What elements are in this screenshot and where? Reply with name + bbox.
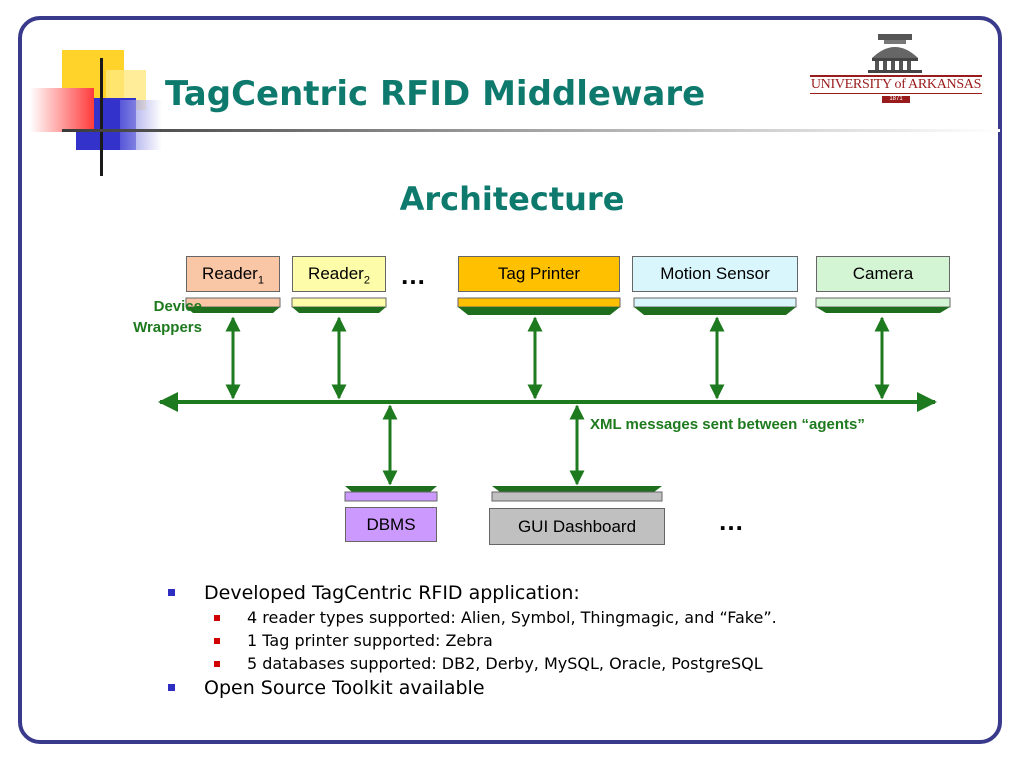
bullet-item: Developed TagCentric RFID application:	[168, 580, 777, 606]
sub-bullet-item: 1 Tag printer supported: Zebra	[168, 629, 777, 652]
device-reader-2: Reader2	[292, 256, 386, 292]
sub-bullet-marker-icon	[214, 615, 220, 621]
sub-bullet-marker-icon	[214, 661, 220, 667]
slide-title: TagCentric RFID Middleware	[165, 74, 706, 114]
sub-bullet-text: 4 reader types supported: Alien, Symbol,…	[247, 608, 777, 627]
sub-bullet-item: 4 reader types supported: Alien, Symbol,…	[168, 606, 777, 629]
university-logo-year: 1871	[889, 96, 903, 102]
sub-bullet-text: 5 databases supported: DB2, Derby, MySQL…	[247, 654, 763, 673]
university-logo-text: UNIVERSITY of ARKANSAS	[810, 77, 982, 92]
decor-blue-square-fade	[120, 100, 162, 150]
sub-bullet-marker-icon	[214, 638, 220, 644]
device-wrappers-label-line2: Wrappers	[133, 319, 202, 336]
wrapper-reader-2	[291, 297, 387, 313]
wrapper-tag-printer	[457, 297, 621, 315]
wrapper-reader-1	[185, 297, 281, 313]
device-camera: Camera	[816, 256, 950, 292]
device-reader-1-subscript: 1	[257, 274, 264, 287]
wrapper-gui-dashboard	[491, 486, 663, 502]
device-motion-sensor: Motion Sensor	[632, 256, 798, 292]
slide-subtitle: Architecture	[399, 180, 625, 218]
wrapper-dbms	[344, 486, 438, 502]
consumers-ellipsis: …	[718, 506, 744, 536]
wrapper-motion-sensor	[633, 297, 797, 315]
device-reader-2-label: Reader	[308, 264, 364, 283]
device-reader-2-subscript: 2	[363, 274, 370, 287]
bullet-item: Open Source Toolkit available	[168, 675, 777, 701]
device-reader-1-label: Reader	[202, 264, 258, 283]
bullet-marker-icon	[168, 589, 175, 596]
decor-red-square	[30, 88, 94, 132]
device-tag-printer: Tag Printer	[458, 256, 620, 292]
bullet-text: Open Source Toolkit available	[204, 677, 485, 699]
consumer-gui-dashboard: GUI Dashboard	[489, 508, 665, 545]
decor-vertical-line	[100, 58, 103, 176]
device-wrappers-label: Device Wrappers	[100, 296, 202, 338]
bullet-list: Developed TagCentric RFID application: 4…	[168, 580, 777, 701]
university-logo: UNIVERSITY of ARKANSAS 1871	[806, 32, 986, 108]
device-wrappers-label-line1: Device	[153, 298, 202, 315]
bullet-text: Developed TagCentric RFID application:	[204, 582, 580, 604]
devices-ellipsis: …	[400, 260, 426, 290]
wrapper-camera	[815, 297, 951, 313]
device-reader-1: Reader1	[186, 256, 280, 292]
consumer-dbms: DBMS	[345, 507, 437, 542]
bullet-marker-icon	[168, 684, 175, 691]
sub-bullet-item: 5 databases supported: DB2, Derby, MySQL…	[168, 652, 777, 675]
university-building-icon	[810, 34, 982, 103]
slide-frame	[18, 16, 1002, 744]
sub-bullet-text: 1 Tag printer supported: Zebra	[247, 631, 493, 650]
bus-message-label: XML messages sent between “agents”	[590, 416, 865, 433]
title-underline	[62, 129, 1000, 132]
